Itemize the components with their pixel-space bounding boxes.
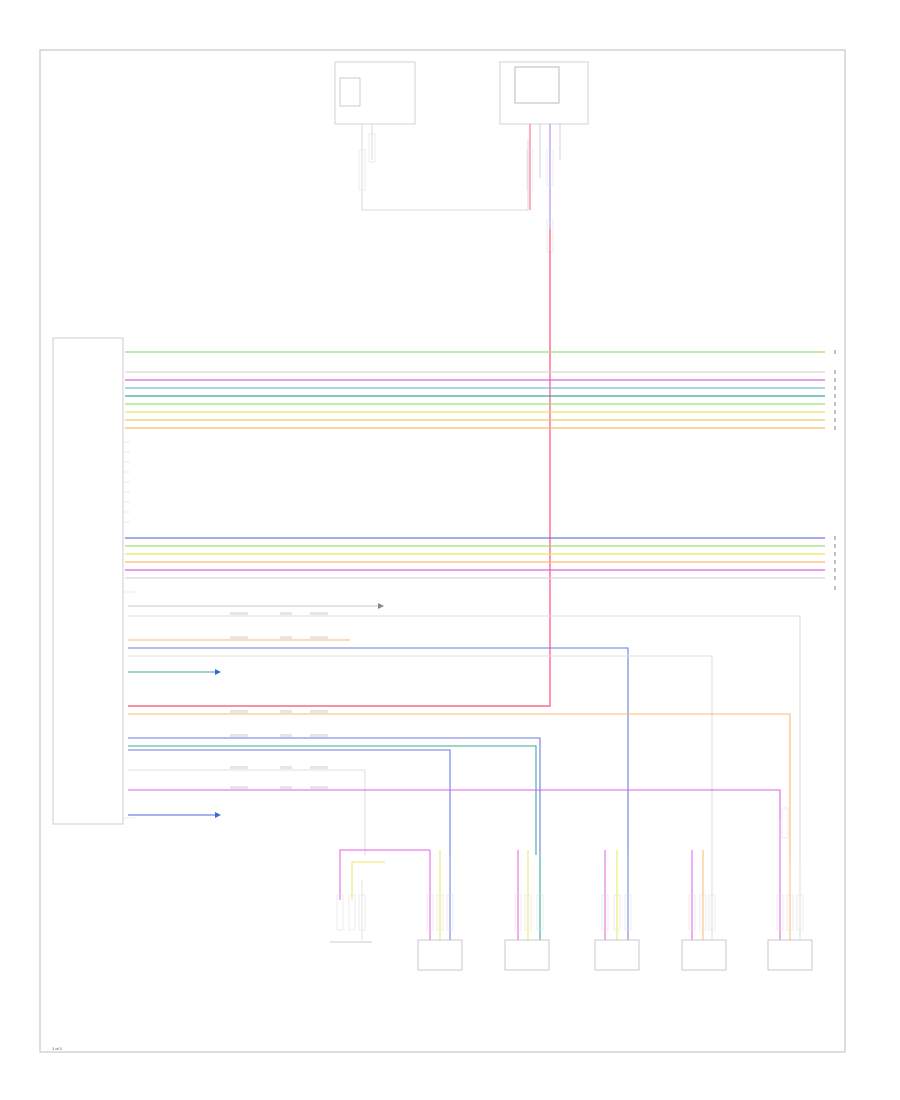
- sensor-4: [594, 850, 640, 971]
- right-edge-pins: [834, 350, 836, 590]
- bus-wires-upper: [125, 351, 825, 429]
- sensor-1: [330, 849, 430, 943]
- top-right-module: [499, 61, 589, 125]
- sensor-2: [417, 850, 463, 971]
- diagram-frame: [39, 49, 846, 1053]
- splice-arrows: [215, 603, 384, 818]
- pink-trunk-wire: [128, 230, 551, 707]
- page-label: 1 of 1: [52, 1046, 63, 1051]
- top-module-link: [361, 140, 529, 211]
- harness-label-blocks: [230, 612, 328, 789]
- sensor-3: [504, 850, 550, 971]
- sensor-6: [767, 807, 813, 971]
- harness-wires: [128, 605, 801, 860]
- left-control-module: [52, 337, 124, 825]
- sensor-5: [681, 850, 727, 971]
- module-pin-ticks: [123, 441, 130, 523]
- top-left-module: [334, 61, 416, 205]
- bus-wires-lower: [125, 537, 825, 579]
